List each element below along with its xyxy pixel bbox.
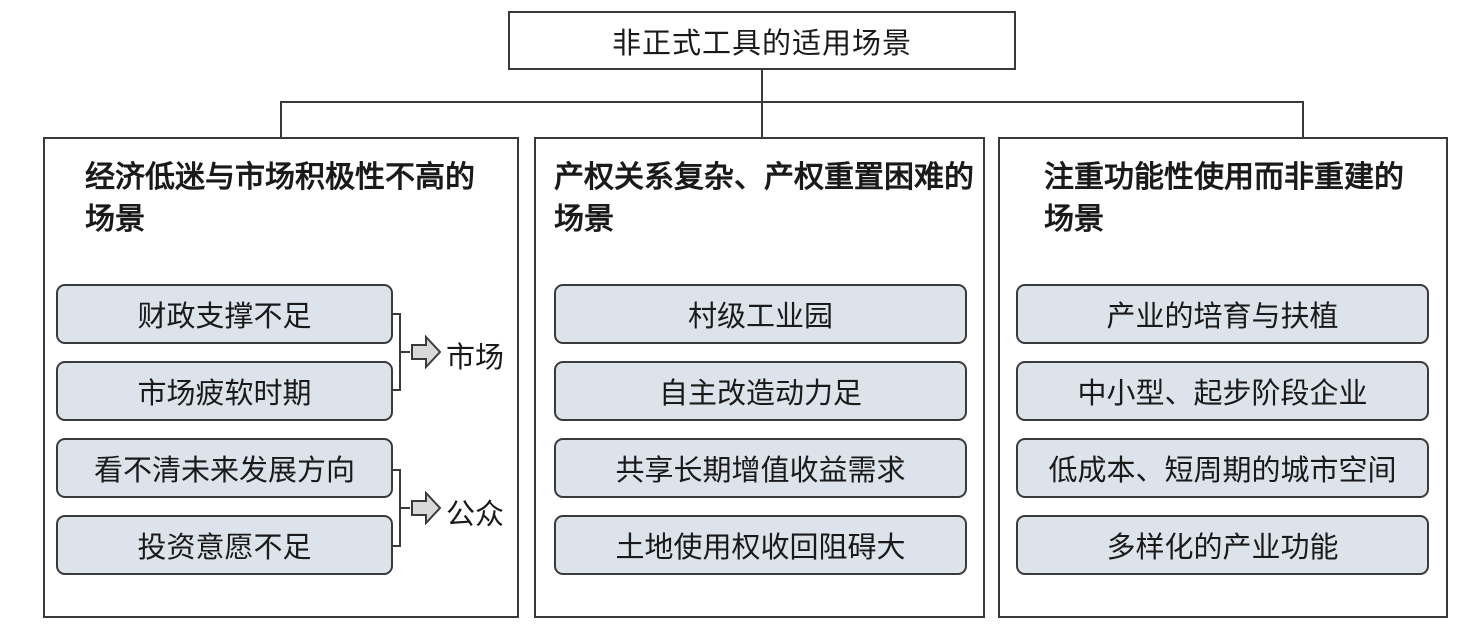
panel-functional-use: 注重功能性使用而非重建的场景 产业的培育与扶植 中小型、起步阶段企业 低成本、短… [998,137,1448,618]
right-arrow-icon [411,335,441,369]
connector-right-drop [1302,101,1304,138]
root-node: 非正式工具的适用场景 [508,11,1016,70]
list-item: 财政支撑不足 [56,284,393,344]
list-item: 自主改造动力足 [554,361,967,421]
panel-property-rights: 产权关系复杂、产权重置困难的场景 村级工业园 自主改造动力足 共享长期增值收益需… [534,137,985,618]
group-bracket [393,469,401,547]
list-item: 低成本、短周期的城市空间 [1016,438,1429,498]
panel-title: 经济低迷与市场积极性不高的场景 [85,160,475,237]
connector-root-stem [761,70,763,102]
list-item: 村级工业园 [554,284,967,344]
right-arrow-icon [411,491,441,525]
connector-horizontal [280,101,1304,103]
panel-economic-downturn: 经济低迷与市场积极性不高的场景 财政支撑不足 市场疲软时期 看不清未来发展方向 … [43,137,519,618]
list-item: 土地使用权收回阻碍大 [554,515,967,575]
panel-title: 注重功能性使用而非重建的场景 [1044,160,1404,237]
list-item: 多样化的产业功能 [1016,515,1429,575]
group-bracket-tick [401,507,410,509]
group-bracket-tick [401,351,410,353]
root-title: 非正式工具的适用场景 [611,25,912,60]
connector-left-drop [280,101,282,138]
group-bracket [393,313,401,391]
list-item: 产业的培育与扶植 [1016,284,1429,344]
list-item: 看不清未来发展方向 [56,438,393,498]
group-label-market: 市场 [446,340,505,374]
list-item: 投资意愿不足 [56,515,393,575]
list-item: 市场疲软时期 [56,361,393,421]
panel-title: 产权关系复杂、产权重置困难的场景 [554,160,974,237]
list-item: 中小型、起步阶段企业 [1016,361,1429,421]
list-item: 共享长期增值收益需求 [554,438,967,498]
connector-middle-drop [761,101,763,138]
group-label-public: 公众 [446,497,505,531]
